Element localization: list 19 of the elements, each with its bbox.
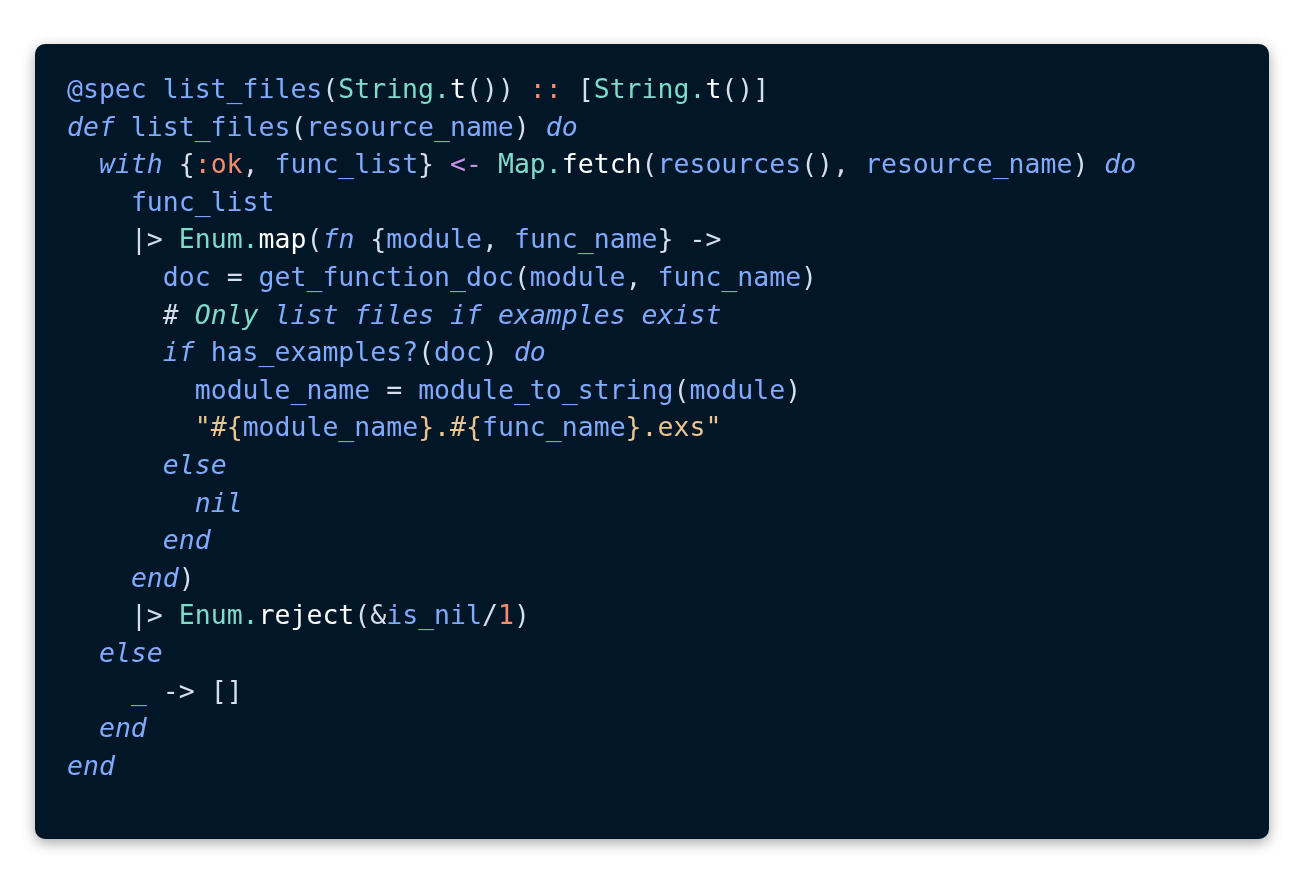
code-line: |> Enum.map(fn {module, func_name} -> xyxy=(129,222,722,257)
code-line: nil xyxy=(193,485,243,520)
code-line: func_list xyxy=(129,184,275,219)
code-line: else xyxy=(161,448,227,482)
code-line: with {:ok, func_list} <- Map.fetch(resources(), resource_name) do xyxy=(97,147,1137,182)
code-line: "#{module_name}.#{func_name}.exs" xyxy=(193,410,722,445)
code-line: end xyxy=(67,748,115,783)
code-line: if has_examples?(doc) do xyxy=(161,335,546,370)
code-line: # Only list files if examples exist xyxy=(161,297,722,332)
code-line: @spec list_files(String.t()) :: [String.t()] xyxy=(67,72,770,106)
code-line: end xyxy=(97,711,147,746)
code-line: end) xyxy=(129,560,195,595)
code-line: else xyxy=(97,636,163,670)
code-line: def list_files(resource_name) do xyxy=(67,109,578,144)
code-line: module_name = module_to_string(module) xyxy=(193,372,802,407)
code-line: |> Enum.reject(&is_nil/1) xyxy=(129,598,530,633)
code-line: _ -> [] xyxy=(129,673,243,708)
code-line: doc = get_function_doc(module, func_name) xyxy=(161,260,818,294)
code-line: end xyxy=(161,523,211,558)
